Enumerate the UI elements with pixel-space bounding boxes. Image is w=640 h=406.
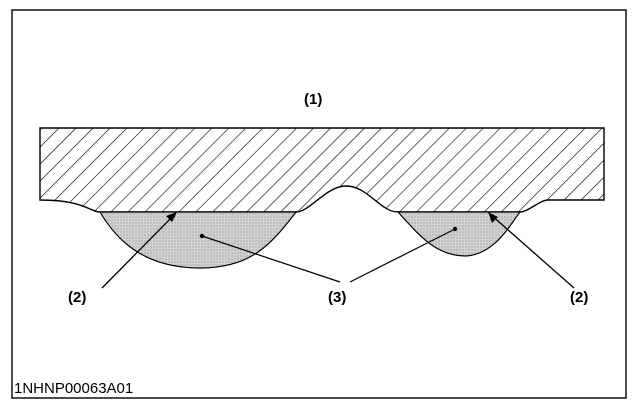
deposit-right [396,211,522,257]
leader-right-2 [489,213,575,289]
label-2-left: (2) [68,289,86,306]
label-2-right: (2) [570,289,588,306]
label-3: (3) [328,289,346,306]
deposit-left [98,211,298,269]
dot-center-left [199,233,205,239]
label-1: (1) [304,91,322,108]
arrowhead-right [488,212,498,223]
leader-center-left [201,235,341,283]
arrowhead-left [166,212,177,222]
dot-center-right [452,226,458,232]
figure-code: 1NHNP00063A01 [14,380,133,397]
leader-center-right [349,228,456,283]
head-section [39,127,605,213]
leader-left-2 [101,213,176,289]
frame-border [11,9,627,399]
